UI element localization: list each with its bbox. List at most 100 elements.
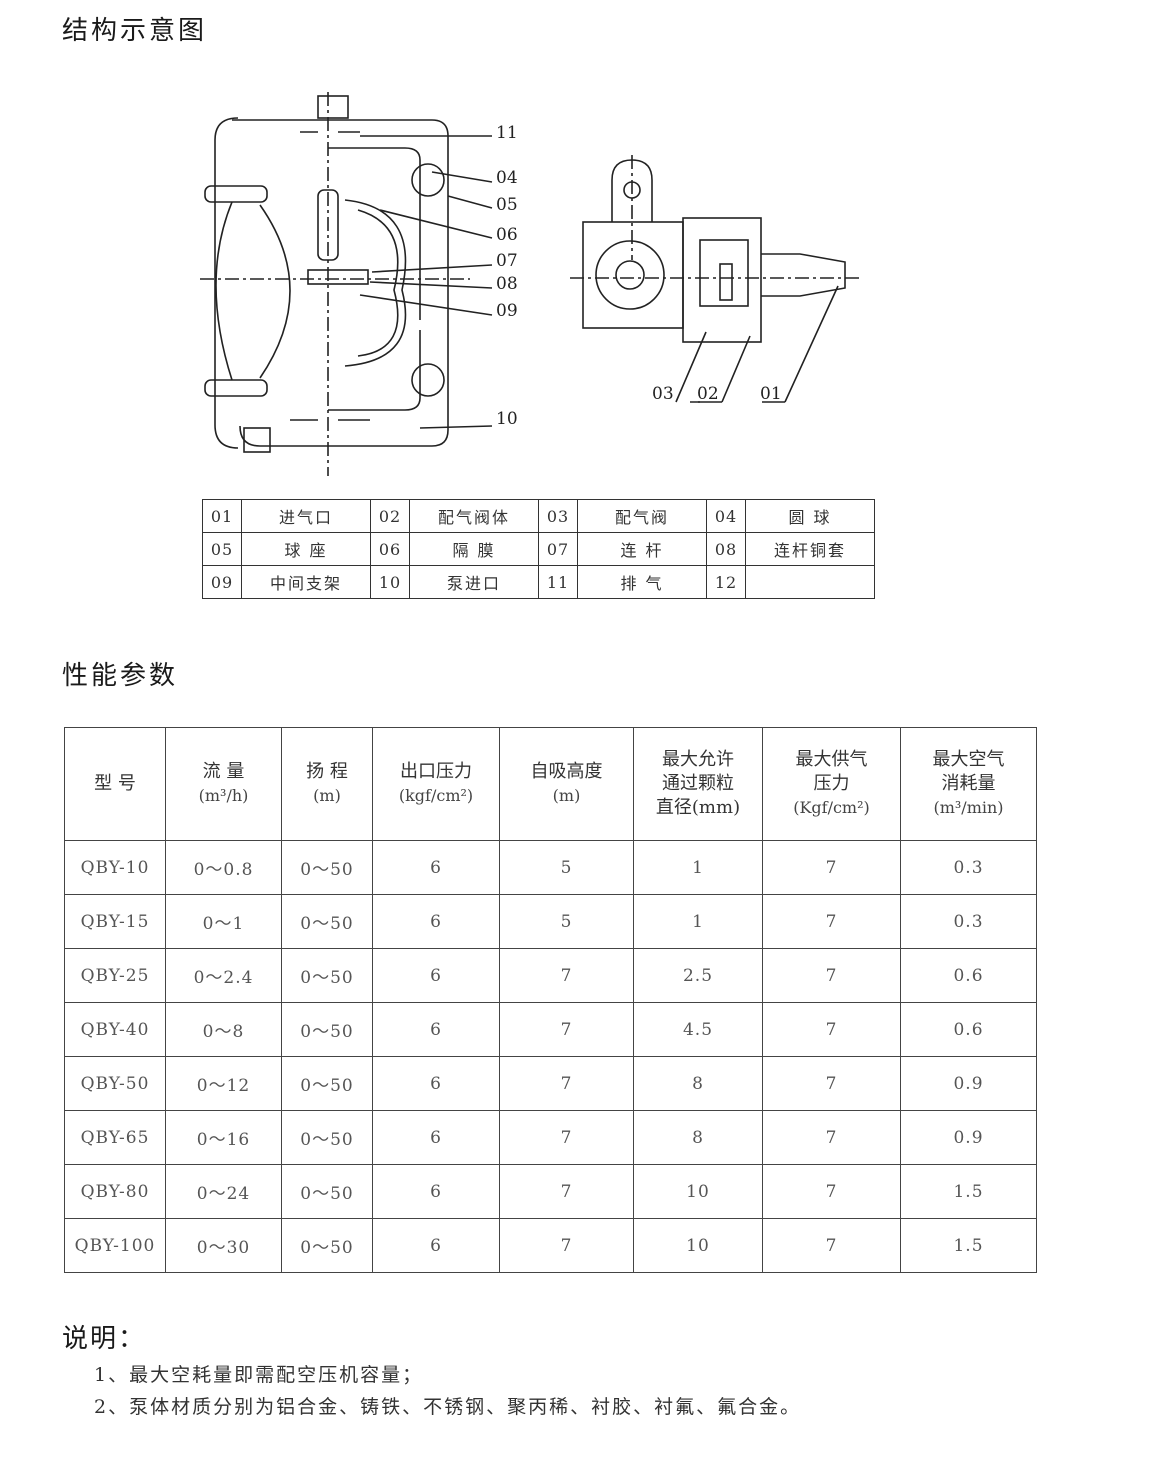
part-number: 06 bbox=[370, 532, 410, 566]
callout-01: 01 bbox=[760, 384, 782, 404]
table-cell: 1.5 bbox=[900, 1218, 1037, 1273]
part-number: 04 bbox=[706, 499, 746, 533]
table-cell: 0～50 bbox=[281, 1218, 373, 1273]
part-name: 中间支架 bbox=[241, 565, 371, 599]
part-name: 隔 膜 bbox=[409, 532, 539, 566]
table-cell: 7 bbox=[762, 1218, 901, 1273]
table-cell: 7 bbox=[499, 1056, 634, 1111]
part-name: 排 气 bbox=[577, 565, 707, 599]
part-name: 连 杆 bbox=[577, 532, 707, 566]
callout-09: 09 bbox=[496, 301, 518, 321]
callout-04: 04 bbox=[496, 168, 518, 188]
column-header: 型 号 bbox=[64, 727, 166, 841]
column-header-label: 自吸高度 bbox=[530, 761, 603, 782]
table-cell: 0～16 bbox=[165, 1110, 282, 1165]
table-cell: 0.9 bbox=[900, 1056, 1037, 1111]
performance-title: 性能参数 bbox=[62, 661, 179, 691]
part-name bbox=[745, 565, 875, 599]
column-header-label: 流 量 bbox=[202, 761, 245, 782]
table-cell: 0～0.8 bbox=[165, 840, 282, 895]
column-header-unit: (m³/min) bbox=[933, 798, 1004, 817]
part-number: 01 bbox=[202, 499, 242, 533]
table-cell: 6 bbox=[372, 894, 500, 949]
table-cell: 0～50 bbox=[281, 1110, 373, 1165]
table-cell: 10 bbox=[633, 1164, 763, 1219]
table-cell: 7 bbox=[762, 840, 901, 895]
column-header-label: 出口压力 bbox=[400, 761, 472, 782]
table-cell: 0.6 bbox=[900, 948, 1037, 1003]
table-cell: QBY-100 bbox=[64, 1218, 166, 1273]
table-cell: 8 bbox=[633, 1056, 763, 1111]
table-cell: 6 bbox=[372, 1056, 500, 1111]
table-cell: 0～8 bbox=[165, 1002, 282, 1057]
column-header-unit: (m³/h) bbox=[198, 786, 249, 805]
column-header-label: 型 号 bbox=[94, 773, 136, 794]
column-header-label: 最大空气 消耗量 bbox=[932, 749, 1005, 794]
table-cell: 6 bbox=[372, 1164, 500, 1219]
table-cell: 0～50 bbox=[281, 1164, 373, 1219]
part-number: 02 bbox=[370, 499, 410, 533]
column-header-unit: (m) bbox=[313, 786, 341, 805]
table-cell: 7 bbox=[499, 948, 634, 1003]
part-name: 圆 球 bbox=[745, 499, 875, 533]
table-cell: 6 bbox=[372, 840, 500, 895]
table-cell: 4.5 bbox=[633, 1002, 763, 1057]
table-cell: 7 bbox=[499, 1164, 634, 1219]
table-cell: QBY-65 bbox=[64, 1110, 166, 1165]
part-number: 05 bbox=[202, 532, 242, 566]
table-cell: 0～50 bbox=[281, 840, 373, 895]
callout-07: 07 bbox=[496, 251, 518, 271]
table-cell: 0.6 bbox=[900, 1002, 1037, 1057]
column-header: 自吸高度(m) bbox=[499, 727, 634, 841]
part-number: 08 bbox=[706, 532, 746, 566]
callout-02: 02 bbox=[697, 384, 719, 404]
table-cell: QBY-15 bbox=[64, 894, 166, 949]
table-cell: 8 bbox=[633, 1110, 763, 1165]
table-cell: 0～12 bbox=[165, 1056, 282, 1111]
table-cell: 7 bbox=[762, 894, 901, 949]
table-cell: 2.5 bbox=[633, 948, 763, 1003]
table-cell: 0.3 bbox=[900, 840, 1037, 895]
table-cell: 7 bbox=[762, 1110, 901, 1165]
table-cell: 0～30 bbox=[165, 1218, 282, 1273]
note-item: 1、最大空耗量即需配空压机容量； bbox=[94, 1364, 424, 1386]
table-cell: 0～50 bbox=[281, 1056, 373, 1111]
table-cell: 5 bbox=[499, 894, 634, 949]
column-header: 出口压力 (kgf/cm²) bbox=[372, 727, 500, 841]
callout-10: 10 bbox=[496, 409, 518, 429]
part-name: 进气口 bbox=[241, 499, 371, 533]
structure-title: 结构示意图 bbox=[62, 16, 208, 46]
table-cell: 0～2.4 bbox=[165, 948, 282, 1003]
table-cell: 7 bbox=[762, 948, 901, 1003]
table-cell: 0.9 bbox=[900, 1110, 1037, 1165]
column-header: 最大空气 消耗量 (m³/min) bbox=[900, 727, 1037, 841]
table-cell: QBY-40 bbox=[64, 1002, 166, 1057]
table-cell: 0～50 bbox=[281, 1002, 373, 1057]
callout-03: 03 bbox=[652, 384, 674, 404]
callout-05: 05 bbox=[496, 195, 518, 215]
table-cell: 7 bbox=[499, 1218, 634, 1273]
part-name: 球 座 bbox=[241, 532, 371, 566]
part-number: 07 bbox=[538, 532, 578, 566]
table-cell: 0～50 bbox=[281, 948, 373, 1003]
table-cell: 7 bbox=[499, 1002, 634, 1057]
table-cell: 1.5 bbox=[900, 1164, 1037, 1219]
notes-title: 说明： bbox=[62, 1324, 147, 1354]
table-cell: QBY-80 bbox=[64, 1164, 166, 1219]
table-cell: 10 bbox=[633, 1218, 763, 1273]
table-cell: 0～1 bbox=[165, 894, 282, 949]
table-cell: QBY-10 bbox=[64, 840, 166, 895]
column-header-unit: (kgf/cm²) bbox=[398, 786, 474, 805]
pump-structure-diagram: 11 04 05 06 07 08 09 10 03 02 01 bbox=[200, 92, 860, 476]
part-number: 10 bbox=[370, 565, 410, 599]
